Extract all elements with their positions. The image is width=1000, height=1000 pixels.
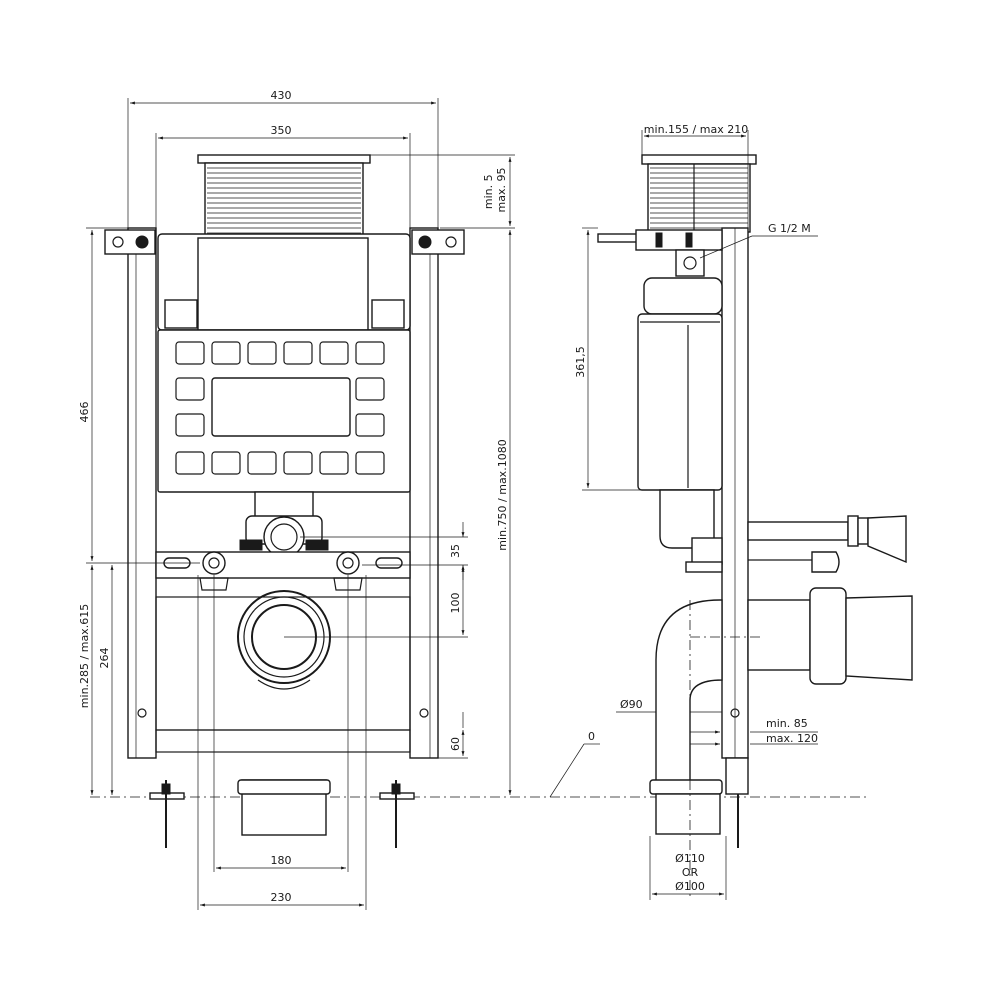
- dim-label-outlet-height: 264: [98, 648, 111, 669]
- cistern-panel-cell: [283, 451, 313, 475]
- dim-label-cistern-height: 466: [78, 402, 91, 423]
- dim-label-stud-outer: 230: [271, 891, 292, 904]
- cistern-panel-cell: [355, 377, 385, 401]
- label-zero-level: 0: [588, 730, 595, 743]
- left-foot: [149, 780, 185, 848]
- dim-label-stud-inner: 180: [271, 854, 292, 867]
- cistern-body: [157, 233, 411, 493]
- dim-label-bottom-offset: 60: [449, 737, 462, 751]
- lower-frame: [155, 596, 411, 731]
- cistern-panel-cell: [355, 341, 385, 365]
- cistern-panel-cell: [319, 451, 349, 475]
- dim-label-total-height-range: min.750 / max.1080: [496, 439, 509, 550]
- cistern-panel-cell: [175, 377, 205, 401]
- stud-hole-icon: [202, 551, 226, 575]
- dim-label-side-cistern-height: 361,5: [574, 346, 587, 378]
- cistern-panel-cell: [319, 341, 349, 365]
- cistern-panel-cell: [211, 341, 241, 365]
- dim-label-overall-width: 430: [271, 89, 292, 102]
- cistern-panel-cell: [247, 451, 277, 475]
- dim-label-outlet-diameter-a: Ø110: [675, 852, 705, 865]
- left-frame-post: [127, 227, 157, 759]
- cistern-window: [211, 377, 351, 437]
- dim-label-drain-offset: 100: [449, 593, 462, 614]
- service-shaft-grille: [197, 154, 371, 237]
- right-foot: [379, 780, 415, 848]
- cistern-panel-cell: [175, 451, 205, 475]
- cistern-panel-cell: [175, 341, 205, 365]
- flush-pipe-connection: [239, 491, 329, 558]
- drain-outlet: [237, 590, 331, 690]
- water-inlet-valve: [597, 229, 723, 277]
- side-cistern-body: [637, 277, 723, 491]
- dim-label-cistern-top-range: min. 5 max. 95: [482, 168, 508, 213]
- cistern-panel-cell: [247, 341, 277, 365]
- dim-label-pipe-diameter: Ø90: [620, 698, 643, 711]
- cistern-panel-cell: [355, 451, 385, 475]
- dim-label-bottom-range: min.285 / max.615: [78, 604, 91, 708]
- right-frame-post: [409, 227, 439, 759]
- dim-label-frame-width: 350: [271, 124, 292, 137]
- mounting-crossbar: [155, 551, 411, 591]
- side-flush-pipe: [649, 489, 723, 835]
- dim-label-offset-max: max. 120: [766, 732, 818, 745]
- cistern-panel-cell: [211, 451, 241, 475]
- bolt-icon: [418, 235, 432, 249]
- cistern-panel-cell: [355, 413, 385, 437]
- side-view: min.155 / max 210 G 1/2 M 361,5 Ø90 min.…: [549, 123, 913, 900]
- side-service-shaft: [641, 154, 757, 233]
- bolt-icon: [135, 235, 149, 249]
- stud-hole-icon: [336, 551, 360, 575]
- dim-label-offset-min: min. 85: [766, 717, 808, 730]
- side-connection-pipes: [747, 515, 913, 685]
- front-view: 430 350 466 min.285 / max.615 264 min. 5…: [78, 89, 870, 910]
- label-water-inlet: G 1/2 M: [768, 222, 811, 235]
- dim-label-outlet-or: OR: [682, 866, 699, 879]
- dim-label-flush-offset: 35: [449, 544, 462, 558]
- dim-label-outlet-diameter-b: Ø100: [675, 880, 705, 893]
- dim-label-depth-range: min.155 / max 210: [644, 123, 748, 136]
- cistern-panel-cell: [175, 413, 205, 437]
- cistern-panel-cell: [283, 341, 313, 365]
